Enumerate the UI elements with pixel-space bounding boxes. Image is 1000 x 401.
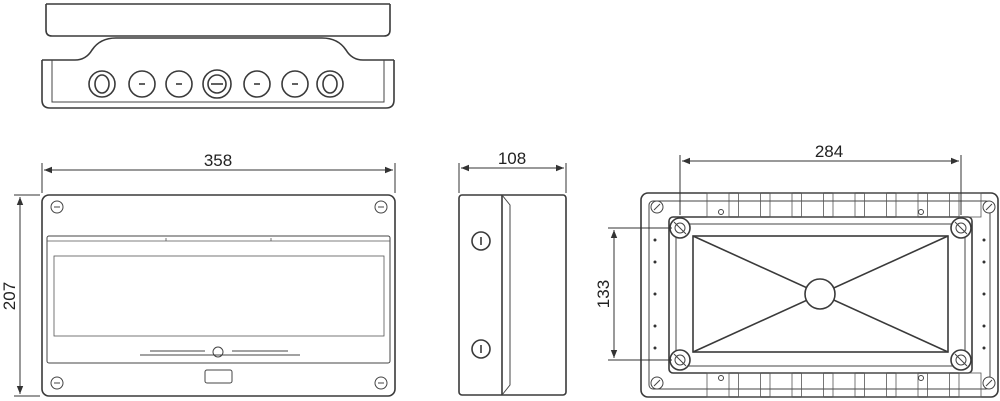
rib-bottom xyxy=(801,372,824,398)
rib-top xyxy=(832,192,856,218)
back-width-label: 284 xyxy=(815,142,843,161)
edge-mark xyxy=(982,238,986,242)
rib-top xyxy=(706,192,730,218)
cable-gland-icon xyxy=(281,70,309,98)
rib-top xyxy=(738,192,761,218)
edge-mark xyxy=(653,324,657,328)
edge-mark xyxy=(982,260,986,264)
back-view xyxy=(640,192,999,398)
side-view xyxy=(458,194,567,396)
rib-bottom xyxy=(927,372,950,398)
rib-bottom xyxy=(895,372,919,398)
rib-bottom xyxy=(706,372,730,398)
edge-mark xyxy=(918,375,924,381)
edge-mark xyxy=(718,375,724,381)
cable-gland-icon xyxy=(88,70,116,98)
edge-mark xyxy=(653,292,657,296)
screw-icon xyxy=(650,376,664,390)
center-knockout-icon xyxy=(804,278,836,310)
edge-mark xyxy=(653,346,657,350)
edge-mark xyxy=(982,324,986,328)
rib-top xyxy=(769,192,793,218)
side-depth-dimension: 108 xyxy=(458,149,567,193)
mount-hole-icon xyxy=(950,349,972,371)
edge-mark xyxy=(718,209,724,215)
mount-hole-icon xyxy=(669,349,691,371)
screw-icon xyxy=(471,231,491,251)
edge-mark xyxy=(653,238,657,242)
cable-gland-icon xyxy=(316,70,344,98)
mount-hole-icon xyxy=(950,217,972,239)
back-width-dimension: 284 xyxy=(679,142,962,215)
rib-top xyxy=(927,192,950,218)
back-corner-screws xyxy=(650,200,996,390)
rib-top xyxy=(958,192,982,218)
latch-screw-icon xyxy=(212,346,224,358)
rib-bottom xyxy=(738,372,761,398)
back-edge-marks xyxy=(653,209,986,381)
front-width-label: 358 xyxy=(204,151,232,170)
front-screws xyxy=(50,200,388,390)
cable-gland-icon xyxy=(165,70,193,98)
edge-mark xyxy=(982,346,986,350)
cable-gland-icon xyxy=(202,69,232,99)
screw-icon xyxy=(982,376,996,390)
front-height-label: 207 xyxy=(0,282,19,310)
edge-mark xyxy=(918,209,924,215)
back-mount-holes xyxy=(669,217,972,371)
rib-top xyxy=(801,192,824,218)
cable-gland-row xyxy=(88,69,344,99)
front-width-dimension: 358 xyxy=(41,151,396,193)
side-depth-label: 108 xyxy=(498,149,526,168)
front-height-dimension: 207 xyxy=(0,194,40,397)
back-height-label: 133 xyxy=(594,280,613,308)
side-screws xyxy=(471,231,491,359)
screw-icon xyxy=(374,200,388,214)
rib-bottom xyxy=(769,372,793,398)
mount-hole-icon xyxy=(669,217,691,239)
screw-icon xyxy=(982,200,996,214)
back-ribs xyxy=(706,192,982,398)
edge-mark xyxy=(982,292,986,296)
screw-icon xyxy=(374,376,388,390)
screw-icon xyxy=(50,200,64,214)
rib-top xyxy=(864,192,887,218)
back-height-dimension: 133 xyxy=(594,227,672,361)
screw-icon xyxy=(50,376,64,390)
edge-mark xyxy=(653,260,657,264)
rib-bottom xyxy=(864,372,887,398)
screw-icon xyxy=(650,200,664,214)
top-view xyxy=(41,3,395,109)
screw-icon xyxy=(471,339,491,359)
rib-top xyxy=(895,192,919,218)
cable-gland-icon xyxy=(128,70,156,98)
rib-bottom xyxy=(958,372,982,398)
front-view xyxy=(41,194,396,397)
rib-bottom xyxy=(832,372,856,398)
cable-gland-icon xyxy=(243,70,271,98)
latch-tab xyxy=(204,369,233,384)
